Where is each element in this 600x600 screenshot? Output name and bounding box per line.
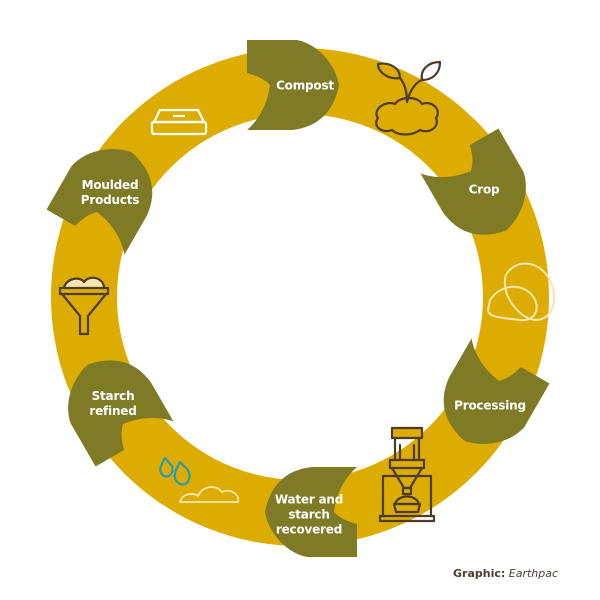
stage-label-water-starch: Water and starch recovered xyxy=(274,492,344,538)
funnel-icon xyxy=(58,276,110,336)
water-drops-starch-icon xyxy=(159,456,240,503)
stage-label-starch-refined: Starch refined xyxy=(89,389,136,419)
processing-machine-icon xyxy=(378,426,436,523)
stage-label-processing: Processing xyxy=(454,398,526,413)
food-container-icon xyxy=(150,108,208,136)
label-line: Starch xyxy=(91,389,135,403)
label-line: Moulded xyxy=(81,178,139,192)
stage-label-crop: Crop xyxy=(468,182,500,197)
seedling-soil-icon xyxy=(375,60,442,136)
cycle-ring xyxy=(51,48,549,546)
label-line: Water and xyxy=(274,492,344,507)
label-line: starch xyxy=(288,507,330,522)
credit-prefix: Graphic: xyxy=(453,567,506,580)
graphic-credit: Graphic: Earthpac xyxy=(453,567,558,580)
potato-icon xyxy=(487,262,555,322)
credit-source: Earthpac xyxy=(508,567,559,580)
stage-label-compost: Compost xyxy=(276,78,334,93)
label-line: recovered xyxy=(275,522,343,537)
label-line: refined xyxy=(89,404,137,418)
stage-label-moulded-products: Moulded Products xyxy=(80,178,140,208)
label-line: Products xyxy=(80,193,140,207)
